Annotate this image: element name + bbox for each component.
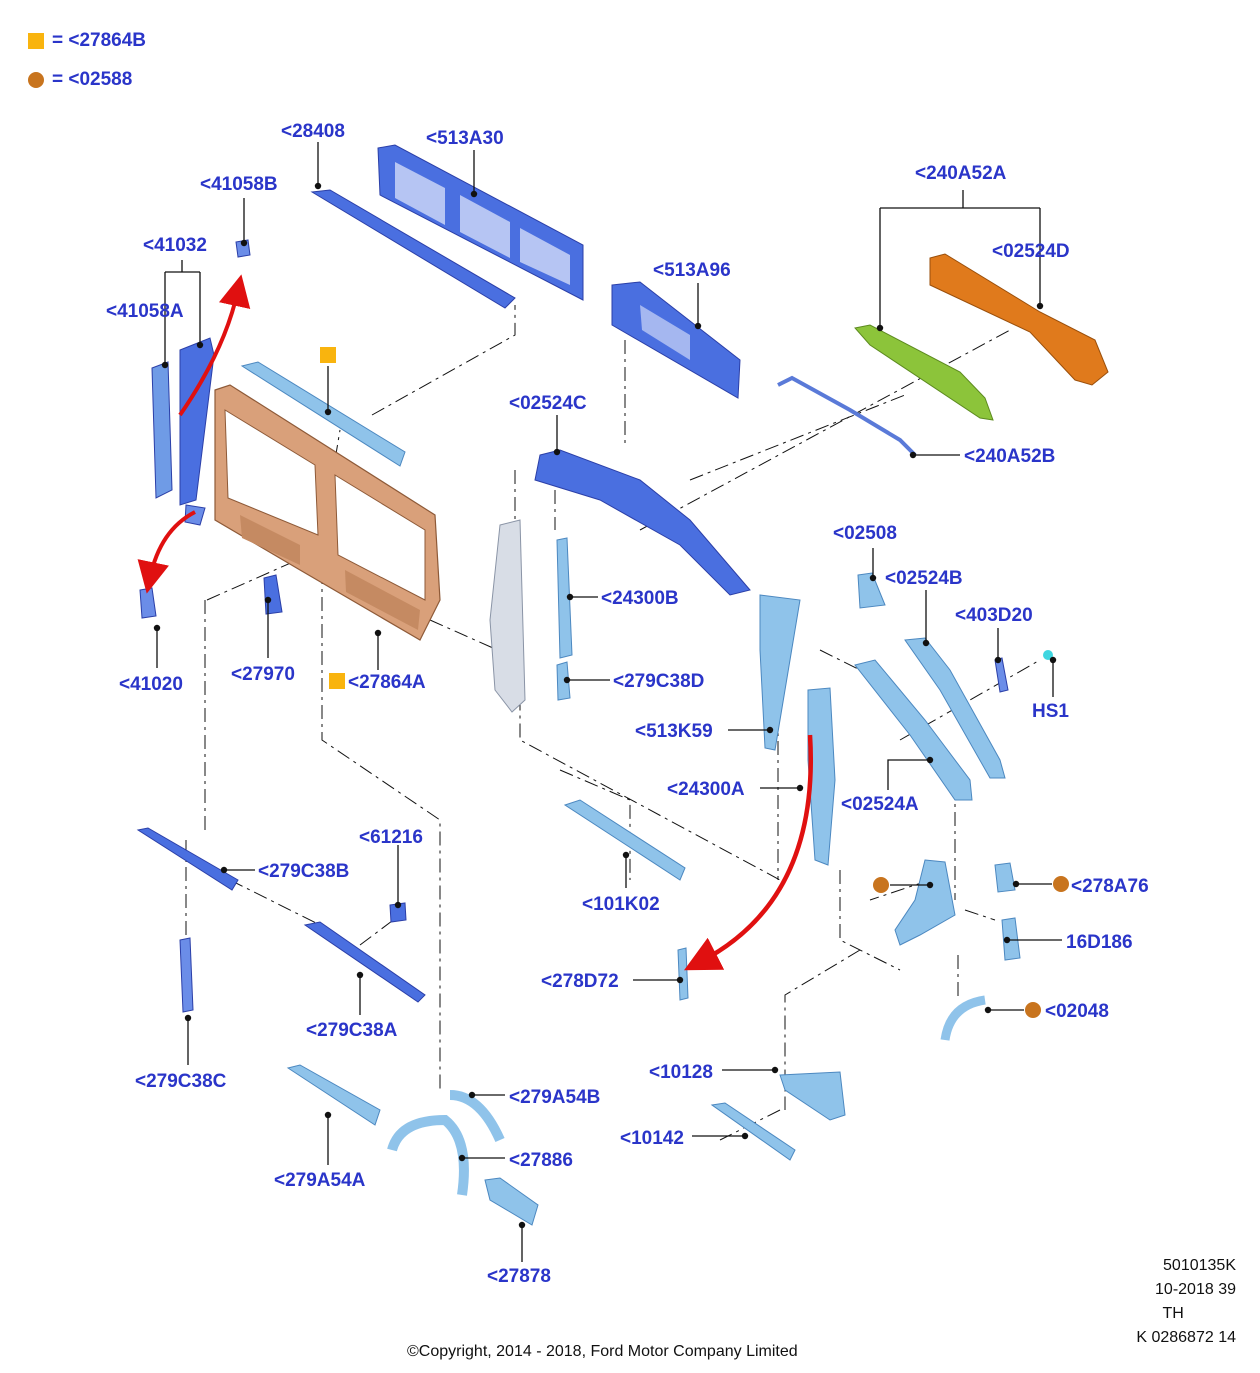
label-16D186[interactable]: 16D186 (1066, 932, 1133, 953)
legend-square-item: = <27864B (28, 30, 146, 52)
part-41020 (139, 587, 157, 619)
drawing-reference-block: 5010135K 10-2018 39 TH K 0286872 14 (1136, 1254, 1236, 1350)
part-27864A-panel (214, 384, 441, 641)
square-marker-icon (28, 33, 44, 49)
part-HS1 (1043, 650, 1053, 660)
legend-dot-item: = <02588 (28, 69, 132, 91)
dot-marker-278A76-icon (1053, 876, 1069, 892)
label-279C38D[interactable]: <279C38D (613, 671, 704, 692)
label-24300B[interactable]: <24300B (601, 588, 679, 609)
label-279C38C[interactable]: <279C38C (135, 1071, 227, 1092)
red-arrow-upper-icon (178, 274, 251, 417)
part-02048 (940, 995, 986, 1041)
label-41020[interactable]: <41020 (119, 674, 183, 695)
label-41058A[interactable]: <41058A (106, 301, 184, 322)
part-27970 (263, 574, 283, 615)
label-02048[interactable]: <02048 (1045, 1001, 1109, 1022)
dot-marker-02048-icon (1025, 1002, 1041, 1018)
label-279A54A[interactable]: <279A54A (274, 1170, 366, 1191)
part-513K59 (759, 594, 801, 751)
label-403D20[interactable]: <403D20 (955, 605, 1033, 626)
label-02524A[interactable]: <02524A (841, 794, 919, 815)
label-513K59[interactable]: <513K59 (635, 721, 713, 742)
label-513A96[interactable]: <513A96 (653, 260, 731, 281)
red-arrow-lower-right-icon (684, 734, 813, 971)
legend-square-label: = <27864B (52, 30, 147, 51)
red-arrow-lower-left-icon (137, 510, 196, 594)
label-41032[interactable]: <41032 (143, 235, 207, 256)
part-27886 (387, 1114, 469, 1196)
label-02524B[interactable]: <02524B (885, 568, 963, 589)
label-10128[interactable]: <10128 (649, 1062, 713, 1083)
part-02508 (857, 572, 886, 609)
label-02524D[interactable]: <02524D (992, 241, 1070, 262)
label-02508[interactable]: <02508 (833, 523, 897, 544)
assembly-lines (185, 305, 1041, 1141)
part-24300B (556, 537, 573, 659)
part-513A30 (377, 144, 584, 301)
label-278A76[interactable]: <278A76 (1071, 876, 1149, 897)
part-240A52B (777, 375, 917, 457)
leader-lines (156, 142, 1062, 1262)
part-403D20 (994, 657, 1009, 693)
part-10142 (710, 1102, 796, 1161)
part-513A96 (611, 281, 741, 399)
part-02524C (534, 449, 751, 596)
label-513A30[interactable]: <513A30 (426, 128, 504, 149)
label-279C38B[interactable]: <279C38B (258, 861, 349, 882)
part-41032 (179, 337, 215, 506)
label-240A52A[interactable]: <240A52A (915, 163, 1007, 184)
label-HS1[interactable]: HS1 (1032, 701, 1069, 722)
part-02524A (854, 659, 973, 801)
label-240A52B[interactable]: <240A52B (964, 446, 1055, 467)
reference-date: 10-2018 39 (1155, 1281, 1236, 1298)
part-279C38B (136, 827, 239, 891)
part-24300A (807, 687, 836, 866)
label-27864A[interactable]: <27864A (348, 672, 426, 693)
part-41058A (151, 361, 173, 499)
part-279A54A (286, 1064, 381, 1126)
copyright-notice: ©Copyright, 2014 - 2018, Ford Motor Comp… (407, 1343, 798, 1360)
part-279C38D (556, 661, 571, 701)
leader-dots (153, 182, 1057, 1229)
part-pillar-light-left (489, 519, 526, 713)
part-278A76 (994, 862, 1016, 893)
reference-market: TH (1162, 1305, 1184, 1322)
label-27878[interactable]: <27878 (487, 1266, 551, 1287)
part-27878 (484, 1177, 539, 1226)
part-28408 (310, 189, 516, 309)
dot-marker-icon (28, 72, 44, 88)
part-240A52A (854, 324, 994, 421)
part-wheelhouse-upper (894, 859, 956, 946)
part-upper-crossbar (240, 361, 406, 467)
square-marker-27864B-icon (320, 347, 336, 363)
part-02524B (904, 637, 1006, 779)
label-101K02[interactable]: <101K02 (582, 894, 660, 915)
reference-code-2: K 0286872 14 (1136, 1329, 1236, 1346)
label-279A54B[interactable]: <279A54B (509, 1087, 600, 1108)
label-278D72[interactable]: <278D72 (541, 971, 619, 992)
label-27970[interactable]: <27970 (231, 664, 295, 685)
part-278D72 (677, 947, 689, 1001)
legend-dot-label: = <02588 (52, 69, 133, 90)
part-279A54B (449, 1090, 505, 1143)
label-02524C[interactable]: <02524C (509, 393, 587, 414)
label-24300A[interactable]: <24300A (667, 779, 745, 800)
part-02524D (929, 253, 1109, 386)
part-10128 (779, 1071, 846, 1121)
label-279C38A[interactable]: <279C38A (306, 1020, 398, 1041)
part-16D186 (1001, 917, 1021, 961)
label-27886[interactable]: <27886 (509, 1150, 573, 1171)
dot-marker-left-icon (873, 877, 889, 893)
label-61216[interactable]: <61216 (359, 827, 423, 848)
reference-code-1: 5010135K (1163, 1257, 1236, 1274)
square-marker-27864A-icon (329, 673, 345, 689)
label-41058B[interactable]: <41058B (200, 174, 278, 195)
part-279C38C (179, 937, 194, 1013)
part-279C38A (303, 921, 426, 1003)
label-28408[interactable]: <28408 (281, 121, 345, 142)
label-10142[interactable]: <10142 (620, 1128, 684, 1149)
part-101K02 (563, 799, 686, 881)
